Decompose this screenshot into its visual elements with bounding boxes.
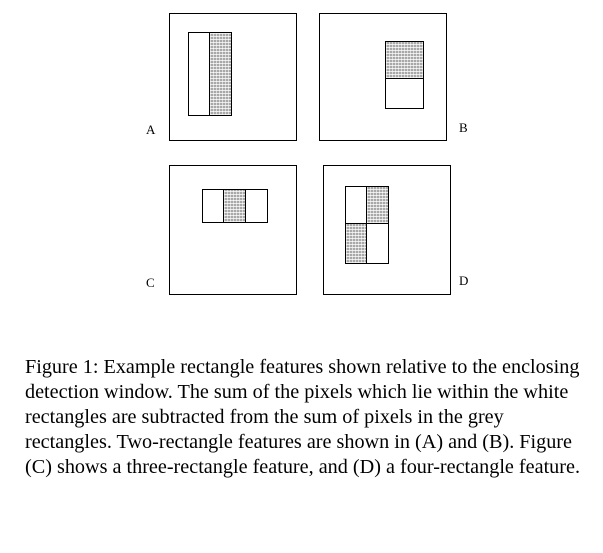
white-rectangle — [366, 223, 389, 264]
white-rectangle — [345, 186, 367, 224]
panel-label-d: D — [459, 273, 469, 288]
panel-label-a: A — [146, 122, 156, 137]
white-rectangle — [245, 189, 268, 223]
white-rectangle — [188, 32, 210, 116]
figure-caption: Figure 1: Example rectangle features sho… — [25, 356, 581, 478]
grey-rectangle — [223, 189, 246, 223]
white-rectangle — [385, 78, 424, 109]
grey-rectangle — [209, 32, 232, 116]
grey-rectangle — [345, 223, 367, 264]
grey-rectangle — [366, 186, 389, 224]
panel-label-c: C — [146, 275, 155, 290]
grey-rectangle — [385, 41, 424, 79]
detection-window-b — [319, 13, 447, 141]
white-rectangle — [202, 189, 224, 223]
detection-window-c — [169, 165, 297, 295]
figure-1: A B C D — [146, 13, 469, 295]
detection-window-a — [169, 13, 297, 141]
panel-label-b: B — [459, 120, 468, 135]
detection-window-d — [323, 165, 451, 295]
